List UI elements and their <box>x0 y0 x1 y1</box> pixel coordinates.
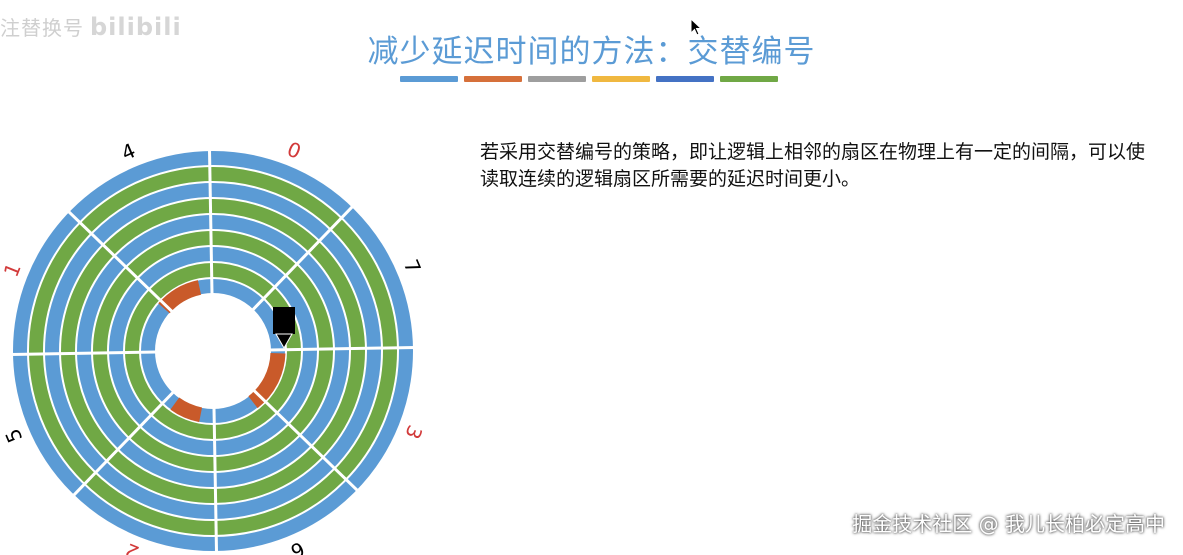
sector-divider <box>11 350 157 357</box>
sector-divider <box>252 389 360 493</box>
sector-label: 7 <box>399 256 426 277</box>
highlighted-sector <box>158 280 202 314</box>
color-bar-segment <box>720 76 778 82</box>
sector-label: 0 <box>284 137 305 164</box>
color-bar-segment <box>528 76 586 82</box>
read-head-arrow-icon <box>273 307 295 350</box>
decorative-color-bar <box>400 76 778 82</box>
disk-track <box>93 231 333 471</box>
sector-label: 4 <box>118 138 139 165</box>
color-bar-segment <box>464 76 522 82</box>
color-bar-segment <box>400 76 458 82</box>
disk-track <box>109 247 317 455</box>
disk-track <box>77 215 349 487</box>
disk-track <box>13 151 413 551</box>
sector-divider <box>212 407 219 553</box>
sector-divider <box>269 345 415 352</box>
color-bar-segment <box>592 76 650 82</box>
mouse-pointer-icon <box>690 18 703 36</box>
description-text: 若采用交替编号的策略，即让逻辑上相邻的扇区在物理上有一定的间隔，可以使读取连续的… <box>480 141 1146 190</box>
disk-track <box>61 199 365 503</box>
sector-divider <box>66 209 174 313</box>
disk-track <box>29 167 397 535</box>
sector-label: 1 <box>0 259 26 280</box>
sector-label: 5 <box>0 425 27 446</box>
sector-label: 3 <box>400 422 427 443</box>
color-bar-segment <box>656 76 714 82</box>
sector-label: 6 <box>287 537 308 555</box>
sector-divider <box>207 149 214 295</box>
disk-track <box>45 183 381 519</box>
footer-watermark: 掘金技术社区 @ 我儿长柏必定高中 <box>852 512 1165 536</box>
bilibili-logo: bilibili <box>90 13 182 41</box>
watermark-text: 注替换号 <box>0 16 84 40</box>
slide-title: 减少延迟时间的方法：交替编号 <box>367 34 816 70</box>
sector-divider <box>71 390 175 498</box>
sector-label: 2 <box>121 538 142 555</box>
highlighted-sector <box>170 397 203 423</box>
sector-divider <box>251 204 355 312</box>
